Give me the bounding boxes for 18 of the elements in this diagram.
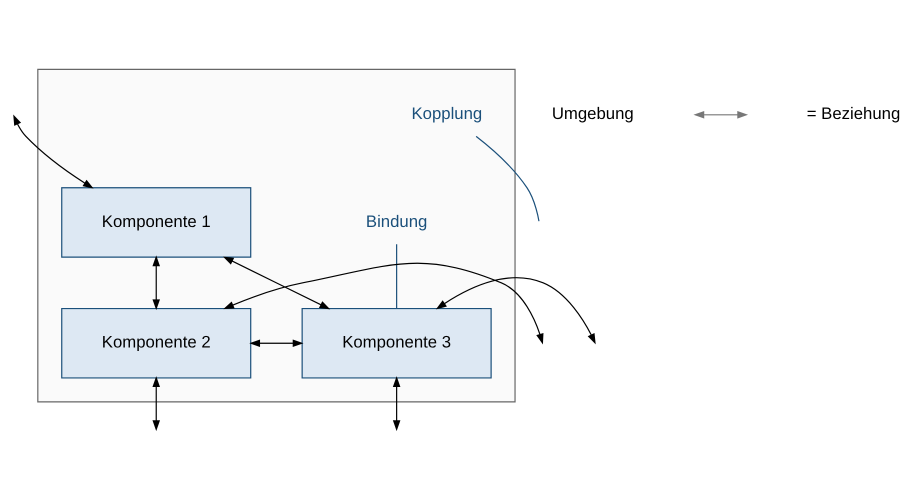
node-box: Komponente 2 <box>61 308 252 379</box>
arrow <box>223 262 544 344</box>
node-text: Kopplung <box>411 104 482 124</box>
node-box: Komponente 1 <box>61 187 252 258</box>
arrow <box>222 256 330 310</box>
connector <box>476 136 540 222</box>
arrow <box>436 277 596 344</box>
label: Umgebung <box>552 104 634 124</box>
cluster <box>37 68 516 402</box>
arrow <box>152 255 160 310</box>
connector <box>396 244 398 308</box>
node-text: Bindung <box>366 212 428 231</box>
arrow <box>392 376 400 432</box>
legend-label: = Beziehung <box>806 104 900 124</box>
arrow <box>13 114 94 189</box>
arrow <box>152 376 160 432</box>
node-box: Komponente 3 <box>302 308 492 379</box>
arrow <box>249 339 304 348</box>
